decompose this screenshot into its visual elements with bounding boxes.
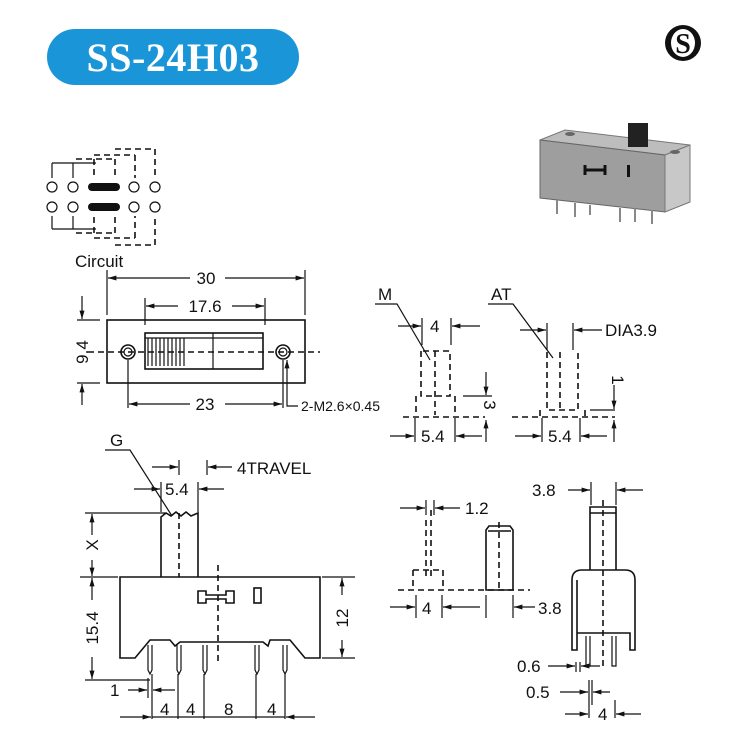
actuator-m-label: M [378, 285, 392, 304]
knob-dim: 3.8 [538, 599, 562, 618]
actuator-at-dia: DIA3.9 [605, 321, 657, 340]
knob-top-dim: 3.8 [532, 481, 556, 500]
actuator-at-height: 1 [608, 375, 627, 384]
actuator-at-base: 5.4 [548, 427, 572, 446]
dim-width: 30 [197, 269, 216, 288]
thickness-dim: 1.2 [465, 499, 489, 518]
g-label: G [110, 431, 123, 450]
pitch-2: 4 [186, 700, 195, 719]
top-view: 30 17.6 23 9.4 2-M2.6×0.45 [73, 269, 380, 414]
knob-width: 5.4 [165, 480, 189, 499]
end-view-body: 3.8 0.6 0.5 4 [517, 481, 643, 724]
body-height: 12 [333, 609, 352, 628]
dim-slot: 17.6 [188, 297, 221, 316]
pitch-4: 4 [267, 700, 276, 719]
circuit-label: Circuit [75, 252, 123, 271]
screw-spec: 2-M2.6×0.45 [301, 398, 380, 414]
x-label: X [83, 539, 102, 550]
manufacturer-logo: S [665, 25, 701, 61]
pin-pitch-dim: 4 [598, 705, 607, 724]
dim-hole-pitch: 23 [196, 395, 215, 414]
actuator-m-base: 5.4 [421, 427, 445, 446]
pitch-3: 8 [224, 700, 233, 719]
end-view-actuators: 1.2 4 3.8 [390, 499, 562, 618]
circuit-diagram: Circuit [46, 148, 161, 271]
offset-dim: 4 [422, 599, 431, 618]
model-title: SS-24H03 [86, 34, 260, 80]
actuator-m-width: 4 [430, 317, 439, 336]
actuator-m-height: 3 [480, 400, 499, 409]
side-view: G 4TRAVEL 5.4 X 15.4 12 1 4 4 8 4 [80, 431, 355, 720]
svg-text:S: S [675, 29, 691, 60]
actuator-at-view: AT DIA3.9 5.4 1 [488, 285, 657, 446]
total-height: 15.4 [83, 611, 102, 644]
actuator-m-view: M 4 5.4 3 [375, 285, 499, 446]
pin2-dim: 0.5 [526, 683, 550, 702]
travel-label: 4TRAVEL [237, 459, 311, 478]
dim-height: 9.4 [73, 340, 92, 364]
pin-dim: 0.6 [517, 657, 541, 676]
product-photo [539, 123, 691, 224]
pin-width: 1 [110, 681, 119, 700]
actuator-at-label: AT [491, 285, 511, 304]
model-title-badge: SS-24H03 [47, 29, 299, 85]
pitch-1: 4 [160, 700, 169, 719]
